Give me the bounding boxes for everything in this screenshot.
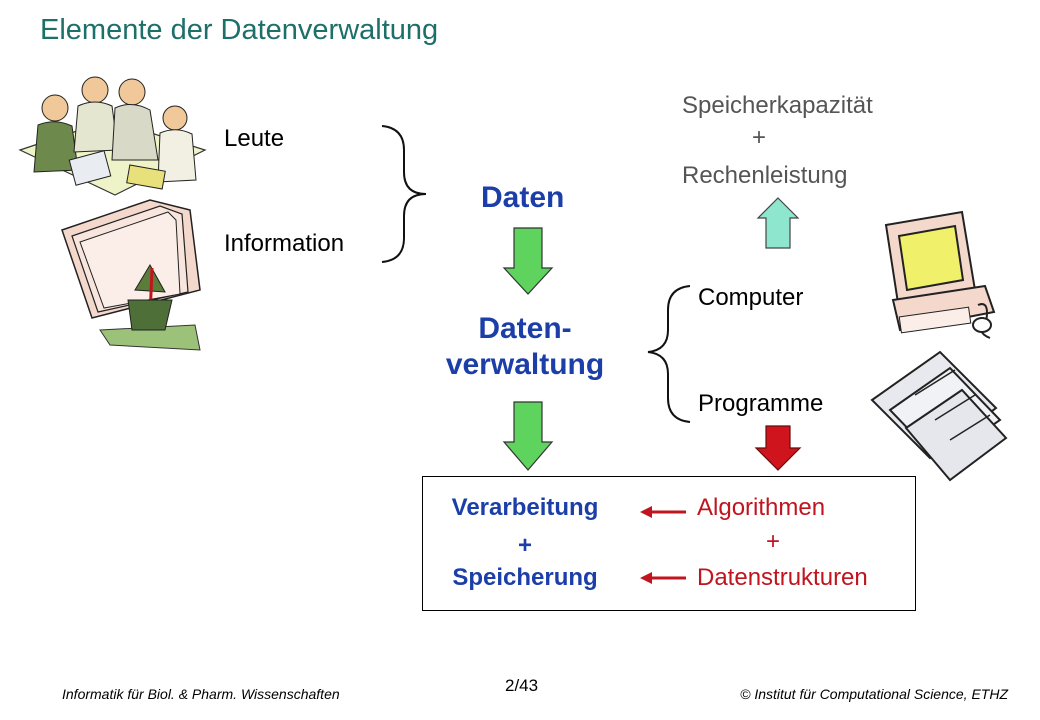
red-down-arrow [754, 425, 802, 471]
label-computing-power: Rechenleistung [682, 162, 848, 189]
label-resources-plus: + [752, 124, 767, 151]
floppy-disks-clipart-icon [870, 350, 1008, 482]
page-number: 2/43 [505, 676, 539, 695]
label-data-management-2: verwaltung [445, 348, 605, 381]
result-box [422, 476, 916, 611]
people-clipart-icon [18, 76, 207, 196]
footer-right: © Institut für Computational Science, ET… [740, 686, 1008, 702]
computer-clipart-icon [884, 210, 996, 339]
label-people: Leute [224, 125, 285, 152]
slide-title: Elemente der Datenverwaltung [40, 14, 439, 46]
people-information-brace [381, 125, 427, 263]
label-programs: Programme [698, 390, 824, 417]
label-algorithms: Algorithmen [697, 494, 826, 521]
label-storage-capacity: Speicherkapazität [682, 92, 873, 119]
label-processing: Verarbeitung [451, 494, 599, 521]
papers-clipart-icon [61, 199, 201, 351]
label-storage: Speicherung [452, 564, 598, 591]
computer-programs-brace [647, 285, 691, 423]
label-computer: Computer [698, 284, 804, 311]
label-data: Daten [481, 181, 565, 214]
label-information: Information [224, 230, 345, 257]
label-result-plus: + [517, 532, 532, 559]
left-arrow-storage [640, 572, 686, 584]
down-arrow-1 [502, 227, 554, 295]
down-arrow-2 [502, 401, 554, 471]
label-algorithms-plus: + [766, 528, 781, 555]
label-data-management-1: Daten- [478, 312, 572, 345]
left-arrow-processing [640, 506, 686, 518]
up-arrow [756, 197, 800, 249]
label-data-structures: Datenstrukturen [697, 564, 868, 591]
footer-left: Informatik für Biol. & Pharm. Wissenscha… [62, 686, 340, 702]
